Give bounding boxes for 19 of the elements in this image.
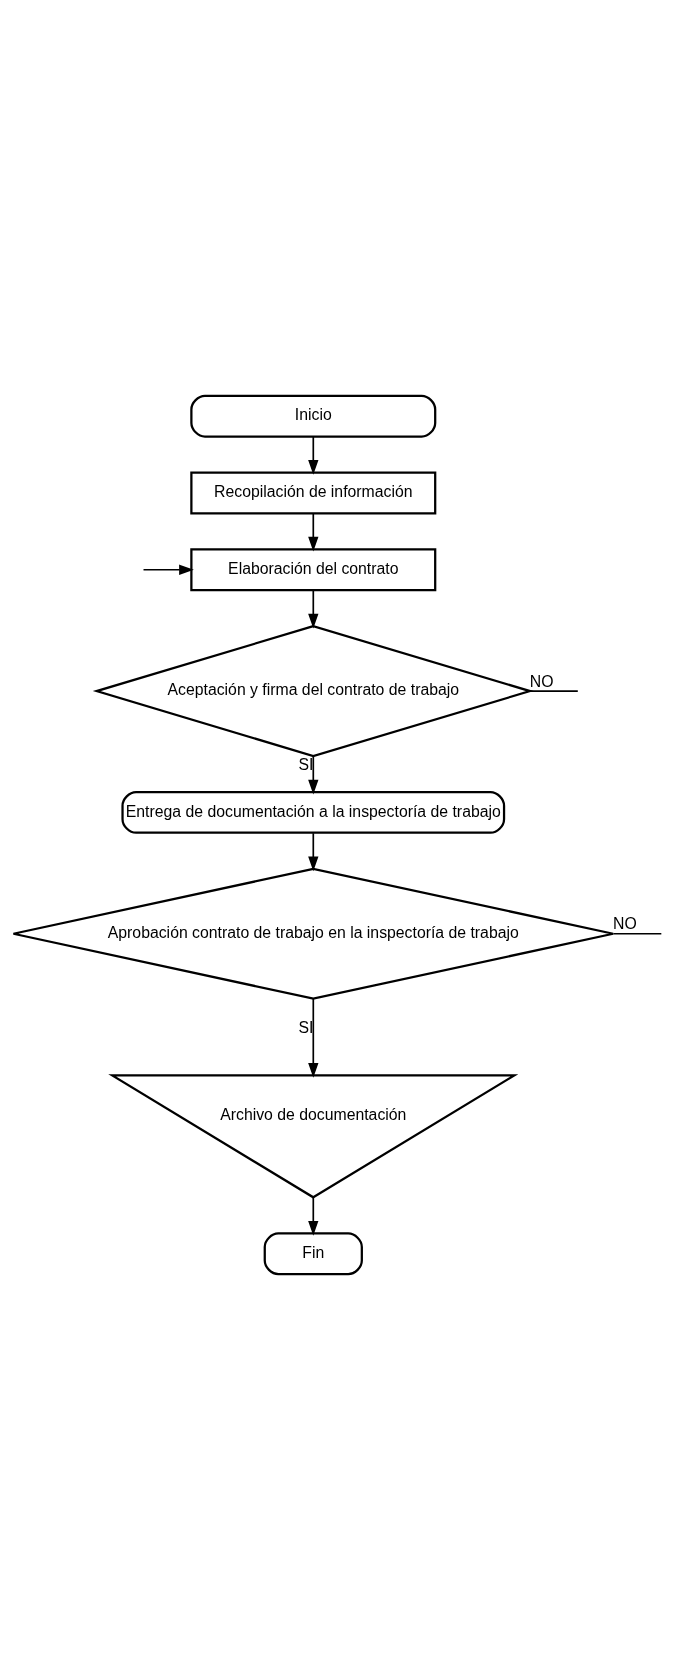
node-diamond: Aprobación contrato de trabajo en la inspectoría de trabajo <box>11 867 614 1000</box>
arrow <box>307 755 318 795</box>
node-box: Fin <box>263 1232 363 1276</box>
arrow <box>142 564 194 575</box>
node-box: Elaboración del contrato <box>189 548 436 592</box>
arrow <box>307 832 318 872</box>
arrow <box>307 589 318 629</box>
arrow <box>307 998 318 1078</box>
connector <box>612 932 662 935</box>
arrow <box>307 436 318 475</box>
arrow <box>307 512 318 552</box>
connector <box>529 690 579 692</box>
node-box: Inicio <box>189 394 436 438</box>
edge-label: NO <box>612 915 637 933</box>
edge-label: SI <box>297 755 313 773</box>
arrow <box>307 1196 318 1236</box>
edge-label: SI <box>297 1018 313 1036</box>
node-box: Entrega de documentación a la inspectoría de trabajo <box>120 791 505 834</box>
node-box: Recopilación de información <box>189 471 436 515</box>
